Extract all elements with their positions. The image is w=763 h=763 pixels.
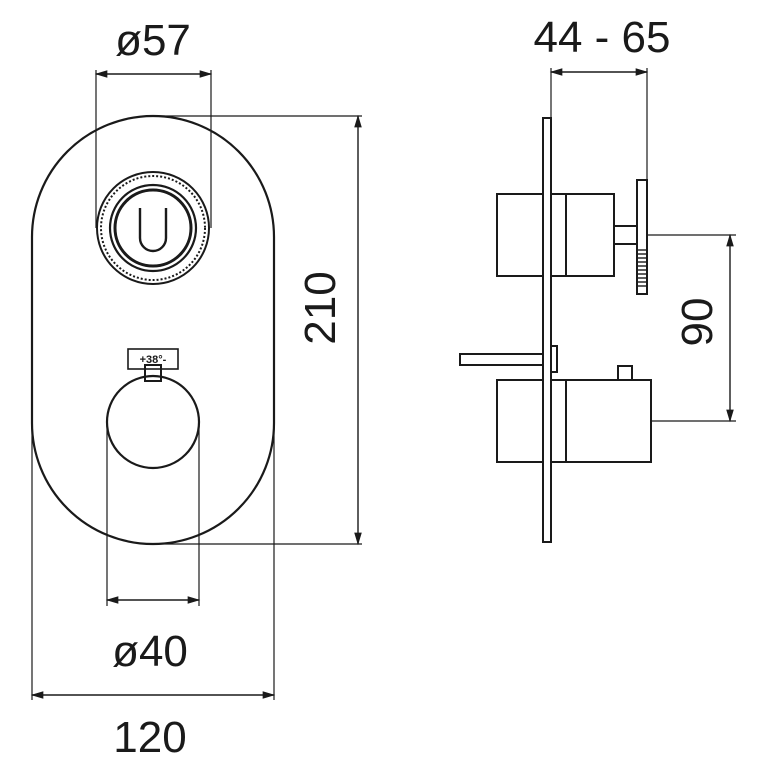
side-plate — [542, 117, 552, 543]
depth-range-label: 44 - 65 — [534, 13, 671, 62]
dial-knurl — [637, 249, 647, 287]
cover-plate — [30, 114, 276, 546]
side-extension-lines — [550, 68, 736, 422]
diverter-dial — [96, 171, 210, 285]
dial-diameter-label: ø57 — [115, 16, 191, 65]
temperature-label: +38°- — [127, 348, 179, 370]
handle-spacing-label: 90 — [673, 298, 722, 347]
lower-body — [496, 365, 652, 463]
side-view: 44 - 65 90 — [459, 13, 736, 543]
knob-diameter-label: ø40 — [112, 627, 188, 676]
front-extension-lines — [31, 70, 362, 700]
height-label: 210 — [296, 271, 345, 344]
side-dimension-lines — [549, 68, 734, 423]
thermostatic-knob — [105, 364, 201, 470]
side-lever — [459, 345, 558, 373]
front-view: +38°- ø57 210 ø40 120 — [30, 16, 362, 762]
upper-body — [496, 179, 648, 295]
temperature-mark: +38°- — [140, 354, 167, 366]
front-dimension-lines — [30, 70, 362, 699]
width-label: 120 — [113, 713, 186, 762]
